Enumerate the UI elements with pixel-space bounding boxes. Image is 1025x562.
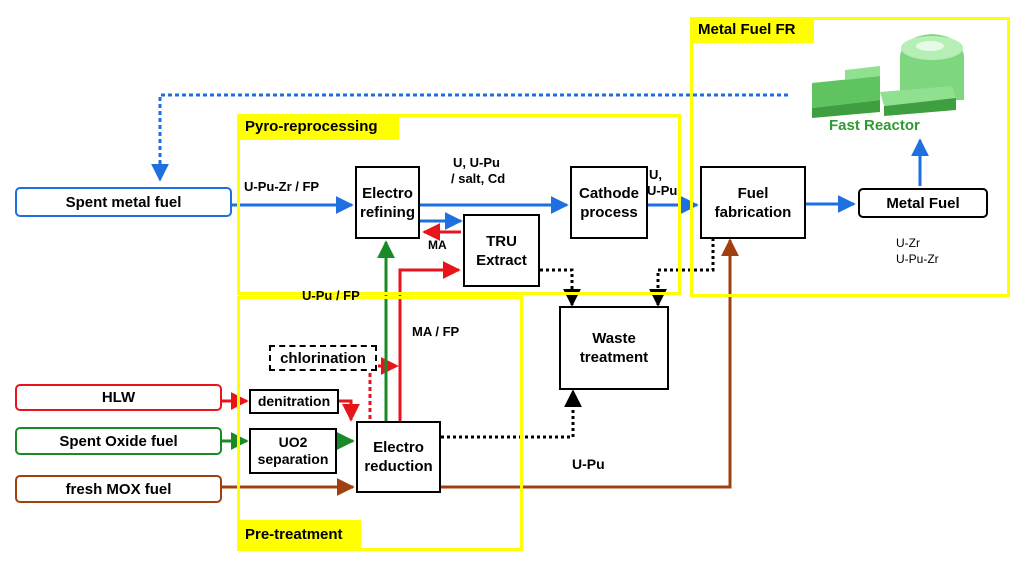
process-label: Metal Fuel xyxy=(886,194,960,212)
fast-reactor-label: Fast Reactor xyxy=(829,117,920,134)
arrow-denitration-to-reduction xyxy=(339,399,360,422)
green-flows xyxy=(222,240,395,450)
process-label: process xyxy=(580,203,638,221)
group-label-metal-fuel-fr: Metal Fuel FR xyxy=(690,17,814,43)
process-label: Fuel xyxy=(737,184,769,202)
process-label: Waste xyxy=(592,330,636,347)
group-pyro-reprocessing xyxy=(237,114,681,295)
process-fuel-fabrication: Fuel fabrication xyxy=(700,166,806,239)
group-pre-treatment xyxy=(237,296,523,551)
flow-label-salt-cd: / salt, Cd xyxy=(451,171,506,186)
group-metal-fuel-fr xyxy=(690,17,1010,297)
process-electro-refining: Electro refining xyxy=(355,166,420,239)
process-label: treatment xyxy=(579,349,649,366)
process-label: separation xyxy=(257,451,329,467)
process-cathode: Cathode process xyxy=(570,166,648,239)
process-label: Extract xyxy=(476,251,527,269)
blue-flows xyxy=(151,93,929,230)
process-uo2-separation: UO2 separation xyxy=(249,428,337,474)
flow-label-ma: MA xyxy=(428,238,447,252)
process-label: Cathode xyxy=(579,184,639,202)
process-label: TRU xyxy=(486,232,517,250)
flow-label-u-u-pu: U, U-Pu xyxy=(453,155,500,170)
input-label: Spent Oxide fuel xyxy=(59,432,178,450)
process-label: chlorination xyxy=(280,349,366,367)
input-hlw: HLW xyxy=(15,384,222,411)
brown-flows xyxy=(222,238,739,496)
arrow-reduction-to-waste xyxy=(441,389,582,439)
flow-label-u-pu-bottom: U-Pu xyxy=(572,456,605,472)
process-label: fabrication xyxy=(714,203,792,221)
input-fresh-mox-fuel: fresh MOX fuel xyxy=(15,475,222,503)
flow-label-u-pu-fp: U-Pu / FP xyxy=(302,288,360,303)
input-spent-oxide-fuel: Spent Oxide fuel xyxy=(15,427,222,455)
process-metal-fuel: Metal Fuel xyxy=(858,188,988,218)
process-label: UO2 xyxy=(278,434,308,450)
input-label: fresh MOX fuel xyxy=(65,480,172,498)
input-spent-metal-fuel: Spent metal fuel xyxy=(15,187,232,217)
arrow-reduction-to-fabrication xyxy=(441,238,739,489)
metal-fuel-composition-u-zr: U-Zr xyxy=(896,236,920,250)
input-label: HLW xyxy=(101,389,136,406)
input-label: Spent metal fuel xyxy=(65,193,182,211)
arrow-reduction-to-tru xyxy=(398,261,461,421)
group-label-pyro-reprocessing: Pyro-reprocessing xyxy=(237,114,399,140)
process-denitration: denitration xyxy=(249,389,339,414)
process-electro-reduction: Electro reduction xyxy=(356,421,441,493)
process-tru-extract: TRU Extract xyxy=(463,214,540,287)
process-chlorination: chlorination xyxy=(269,345,377,371)
group-label-pre-treatment: Pre-treatment xyxy=(237,520,361,551)
process-label: Electro xyxy=(362,184,413,202)
process-label: refining xyxy=(360,203,415,221)
metal-fuel-composition-u-pu-zr: U-Pu-Zr xyxy=(896,252,939,266)
arrow-fabrication-to-waste xyxy=(649,238,715,307)
process-label: Electro xyxy=(373,439,424,456)
flow-label-ma-fp: MA / FP xyxy=(412,324,460,339)
process-label: reduction xyxy=(364,458,433,475)
process-label: denitration xyxy=(257,393,331,409)
flow-label-u-pu-zr-fp: U-Pu-Zr / FP xyxy=(244,179,320,194)
flow-label-u: U, xyxy=(649,167,662,182)
flow-label-u-pu-cathode: U-Pu xyxy=(647,183,678,198)
fast-reactor-icon xyxy=(812,34,964,118)
process-waste-treatment: Waste treatment xyxy=(559,306,669,390)
